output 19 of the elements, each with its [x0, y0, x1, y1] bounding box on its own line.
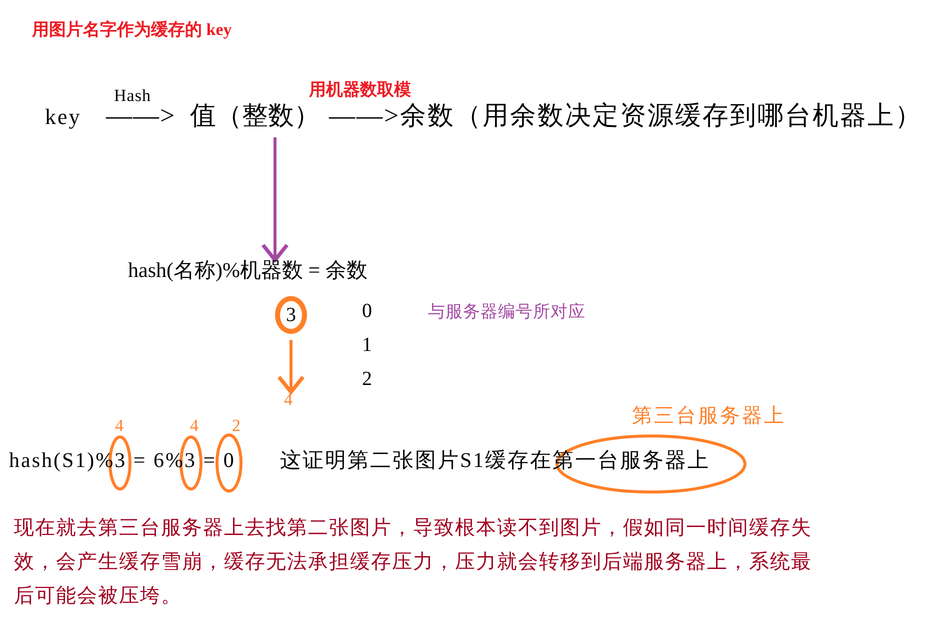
server-number: 0 [362, 299, 373, 323]
note-text: 与服务器编号所对应 [428, 302, 586, 322]
edge-label: 用机器数取模 [309, 80, 411, 100]
key-text: key [45, 104, 82, 130]
annotation-number: 4 [190, 416, 199, 436]
value-text: 值（整数） [190, 100, 320, 132]
arrow [261, 137, 289, 262]
note-text: 第三台服务器上 [632, 404, 786, 428]
annotation-number: 2 [232, 416, 241, 436]
title: 用图片名字作为缓存的 key [32, 20, 232, 40]
result-number: 4 [284, 390, 292, 410]
server-number: 2 [362, 367, 373, 391]
annotation-number: 4 [115, 416, 124, 436]
circled-number: 3 [275, 296, 307, 334]
arrow [277, 340, 305, 394]
remainder-text: ——>余数（用余数决定资源缓存到哪台机器上） [329, 100, 923, 132]
server-number: 1 [362, 333, 373, 357]
paragraph-text: 现在就去第三台服务器上去找第二张图片，导致根本读不到图片，假如同一时间缓存失效，会产生缓存雪崩，缓存无法承担缓存压力，压力就会转移到后端服务器上，系统最后可能会被压垮。 [14, 516, 813, 609]
formula-text: hash(名称)%机器数 = 余数 [128, 258, 368, 284]
